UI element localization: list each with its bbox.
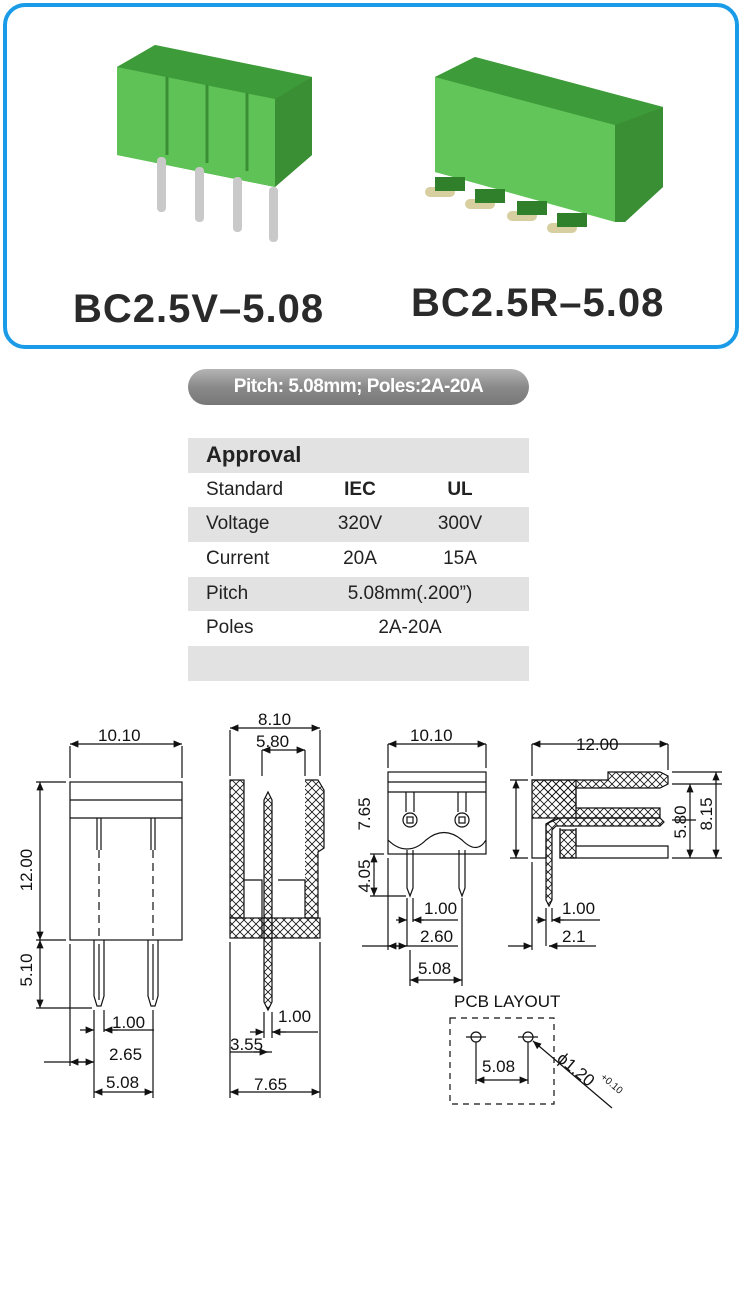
- vertical-front-view: [36, 740, 183, 1098]
- pcb-layout-view: [449, 1017, 613, 1109]
- dim-label: 4.05: [355, 859, 374, 892]
- dim-label: 1.00: [562, 899, 595, 918]
- table-row: Poles 2A-20A: [188, 611, 529, 646]
- row-label: Current: [206, 548, 270, 570]
- cell-value: 2A-20A: [378, 617, 442, 639]
- dim-label: 12.00: [576, 735, 619, 754]
- dim-label: 5.10: [17, 953, 36, 986]
- dim-label: 7.65: [355, 797, 374, 830]
- dim-label: 1.00: [112, 1013, 145, 1032]
- right-angle-side-view: [508, 740, 722, 950]
- row-label: Poles: [206, 617, 254, 639]
- dim-label: 1.00: [278, 1007, 311, 1026]
- dim-label: 5.08: [482, 1057, 515, 1076]
- table-row: Standard IEC UL: [188, 473, 529, 508]
- pcb-layout-title: PCB LAYOUT: [454, 992, 560, 1011]
- dim-label: 2.60: [420, 927, 453, 946]
- table-row: Pitch 5.08mm(.200”): [188, 576, 529, 612]
- right-angle-front-view: [362, 740, 487, 986]
- vertical-side-view: [229, 724, 325, 1098]
- col-header-iec: IEC: [344, 478, 376, 500]
- dim-label: 10.10: [410, 726, 453, 745]
- row-label: Standard: [206, 478, 284, 500]
- row-label: Voltage: [206, 513, 270, 535]
- table-header: Approval: [188, 438, 529, 473]
- vertical-header-illustration: [117, 45, 312, 242]
- dim-label: +0.10: [598, 1072, 625, 1097]
- dim-label: ϕ1.20: [553, 1049, 598, 1091]
- table-title: Approval: [206, 442, 302, 467]
- table-row: Current 20A 15A: [188, 542, 529, 577]
- dim-label: 1.00: [424, 899, 457, 918]
- table-row-empty: [188, 646, 529, 681]
- cell-ul: 300V: [437, 513, 483, 535]
- cell-iec: 20A: [343, 548, 377, 570]
- dim-label: 5.08: [106, 1073, 139, 1092]
- cell-iec: 320V: [337, 513, 383, 535]
- dim-label: 2.65: [109, 1045, 142, 1064]
- dim-label: 7.65: [254, 1075, 287, 1094]
- technical-drawings: 10.10 12.00 5.10 1.00 2.65 5.08 8.10 5.8…: [17, 710, 722, 1109]
- cell-value: 5.08mm(.200”): [347, 582, 473, 604]
- approval-table: Approval Standard IEC UL Voltage 320V 30…: [188, 438, 529, 681]
- row-label: Pitch: [206, 582, 249, 604]
- dim-label: 2.1: [562, 927, 586, 946]
- cell-ul: 15A: [443, 548, 477, 570]
- dim-label: 5.80: [671, 805, 690, 838]
- dim-label: 5.80: [256, 732, 289, 751]
- col-header-ul: UL: [447, 478, 473, 500]
- dim-label: 8.15: [697, 797, 716, 830]
- dim-label: 10.10: [98, 726, 141, 745]
- dim-label: 5.08: [418, 959, 451, 978]
- right-angle-header-illustration: [425, 57, 663, 233]
- product-label-right-angle: BC2.5R–5.08: [411, 281, 665, 325]
- dim-label: 3.55: [230, 1035, 263, 1054]
- dim-label: 8.10: [258, 710, 291, 729]
- product-photo-panel: BC2.5V–5.08 BC2.5R–5.08: [3, 3, 739, 349]
- product-label-vertical: BC2.5V–5.08: [73, 287, 325, 331]
- spec-banner: Pitch: 5.08mm; Poles:2A-20A: [188, 369, 529, 405]
- dim-label: 12.00: [17, 849, 36, 892]
- table-row: Voltage 320V 300V: [188, 507, 529, 543]
